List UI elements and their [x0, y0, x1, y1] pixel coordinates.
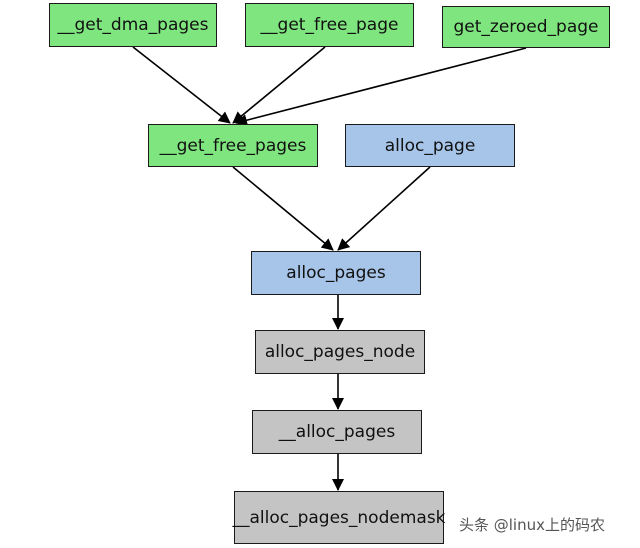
node-get-free-pages: __get_free_pages [148, 124, 318, 167]
edge-alloc-page-to-alloc-pages [337, 166, 431, 251]
node-alloc-pages-nodemask: __alloc_pages_nodemask [232, 491, 446, 544]
watermark-text: 头条 @linux上的码农 [459, 516, 605, 534]
edge-get-free-pages-to-alloc-pages [232, 166, 334, 251]
node-under-alloc-pages: __alloc_pages [252, 410, 422, 454]
node-alloc-page: alloc_page [345, 124, 515, 167]
node-alloc-pages-node: alloc_pages_node [255, 330, 425, 374]
edge-get-free-page-to-get-free-pages [232, 46, 326, 124]
edge-get-zeroed-page-to-get-free-pages [235, 47, 527, 127]
edge-get-dma-pages-to-get-free-pages [132, 46, 231, 124]
node-alloc-pages: alloc_pages [251, 251, 421, 295]
node-get-zeroed-page: get_zeroed_page [442, 6, 610, 48]
node-get-dma-pages: __get_dma_pages [49, 3, 217, 47]
node-get-free-page: __get_free_page [245, 3, 414, 47]
